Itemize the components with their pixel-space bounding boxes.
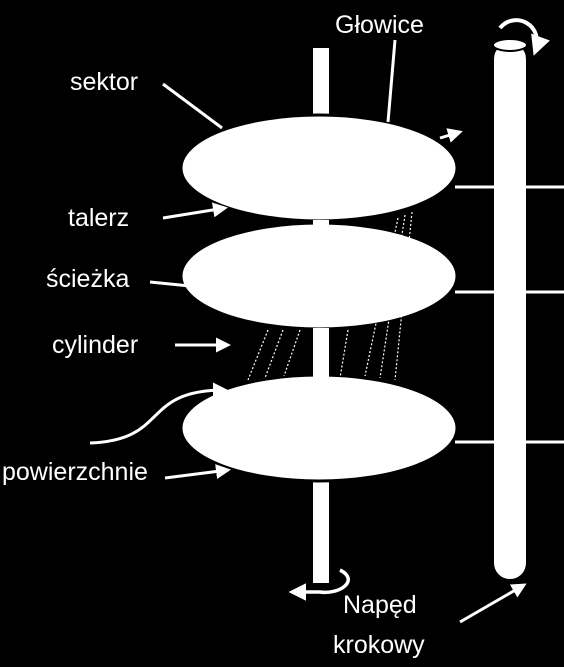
leader-stepper: [459, 583, 527, 624]
actuator-shaft-top: [492, 38, 528, 52]
cylinder-lines: [247, 211, 413, 381]
leader-track: [149, 280, 191, 288]
leader-surface-bottom: [164, 464, 231, 480]
platter-middle: [179, 221, 459, 331]
label-sector: sektor: [70, 68, 138, 96]
label-heads: Głowice: [335, 11, 424, 39]
leader-sector: [162, 82, 223, 130]
leader-heads: [386, 39, 397, 123]
label-stepper-line2: krokowy: [333, 631, 425, 659]
spindle-gap-1: [313, 220, 329, 226]
leader-surface-top: [89, 382, 228, 445]
actuator-rotation-arrow-icon: [498, 18, 550, 56]
label-stepper-line1: Napęd: [343, 591, 417, 619]
spindle-gap-2: [313, 328, 329, 378]
actuator-shaft: [492, 41, 528, 581]
label-surfaces: powierzchnie: [2, 458, 148, 486]
leader-platter: [162, 202, 228, 220]
head-arrow-icon: [439, 128, 463, 143]
label-track: ścieżka: [46, 265, 129, 293]
label-cylinder: cylinder: [52, 331, 138, 359]
spindle-rotation-arrow-icon: [288, 568, 350, 601]
platter-top: [179, 113, 459, 223]
label-platter: talerz: [68, 204, 129, 232]
